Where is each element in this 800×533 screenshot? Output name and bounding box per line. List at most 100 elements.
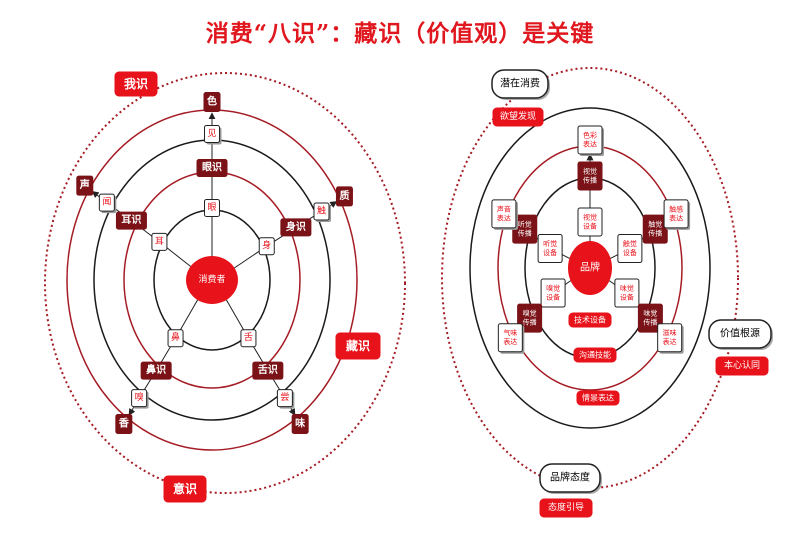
- inner-tag-label: 情景表达: [582, 393, 614, 403]
- potential-consumption-tag: 欲望发现: [500, 110, 536, 122]
- object-box: [291, 414, 309, 435]
- ring-label: 藏识: [346, 338, 370, 353]
- inner-tag-box: [576, 390, 620, 406]
- expression-box: [577, 125, 604, 156]
- ring-label-box: [114, 71, 158, 97]
- svg-text:表达: 表达: [669, 213, 683, 222]
- center-consumer: [186, 256, 238, 304]
- expression-box: [491, 199, 518, 230]
- consciousness-label: 鼻识: [146, 363, 166, 376]
- consciousness-label: 身识: [286, 220, 306, 233]
- value-root-tag: 本心认同: [724, 359, 760, 371]
- svg-text:视觉: 视觉: [583, 213, 597, 222]
- ring-label-box: [335, 332, 381, 360]
- brand-attitude-tag: 态度引导: [548, 501, 584, 513]
- object-label: 声: [79, 178, 90, 191]
- ring-label: 我识: [124, 76, 148, 91]
- consciousness-label: 耳识: [121, 214, 141, 226]
- svg-text:传播: 传播: [648, 229, 662, 238]
- potential-consumption-tag-box: [492, 107, 544, 127]
- svg-text:嗅觉: 嗅觉: [523, 309, 537, 318]
- perception-label: 见: [207, 128, 216, 139]
- device-box: [614, 278, 640, 308]
- svg-text:声音: 声音: [497, 204, 511, 213]
- expression-box: [663, 199, 691, 230]
- svg-text:味觉: 味觉: [643, 309, 657, 318]
- svg-text:色彩: 色彩: [583, 131, 597, 140]
- expression-box: [657, 323, 684, 354]
- ring-outer-dotted: [44, 72, 406, 494]
- inner-tag-label: 沟通技能: [579, 350, 611, 360]
- value-root-label: 价值根源: [720, 327, 760, 340]
- svg-text:设备: 设备: [583, 222, 597, 231]
- device-box: [540, 278, 566, 308]
- svg-text:传播: 传播: [583, 176, 597, 185]
- organ-box: [258, 237, 275, 256]
- object-box: [115, 414, 133, 435]
- object-box: [335, 186, 353, 207]
- object-box: [203, 92, 221, 112]
- object-label: 味: [295, 417, 305, 430]
- potential-consumption-label: 潜在消费: [500, 77, 540, 90]
- consciousness-box: [252, 361, 284, 380]
- organ-label: 耳: [155, 236, 164, 247]
- organ-box: [167, 329, 184, 348]
- transmit-box: [637, 303, 663, 333]
- svg-text:视觉: 视觉: [583, 167, 597, 176]
- value-root-tag-box: [715, 356, 769, 376]
- organ-box: [204, 199, 220, 217]
- svg-text:传播: 传播: [643, 318, 657, 327]
- svg-text:触觉: 触觉: [648, 220, 662, 229]
- svg-text:味觉: 味觉: [620, 284, 634, 293]
- inner-tag-box: [568, 312, 612, 328]
- consciousness-label: 舌识: [258, 363, 278, 376]
- svg-text:设备: 设备: [543, 248, 557, 257]
- object-box: [76, 175, 94, 196]
- right-diagram: 品牌视觉设备视觉传播色彩表达听觉设备听觉传播声音表达触觉设备触觉传播触感表达嗅觉…: [441, 67, 773, 518]
- inner-tag-box: [573, 347, 617, 363]
- object-label: 香: [119, 417, 129, 430]
- transmit-box: [517, 303, 543, 333]
- svg-text:表达: 表达: [663, 337, 677, 346]
- svg-text:嗅觉: 嗅觉: [546, 284, 560, 293]
- svg-text:听觉: 听觉: [543, 239, 557, 248]
- page-title: 消费“八识”：藏识（价值观）是关键: [205, 20, 595, 47]
- svg-text:听觉: 听觉: [518, 220, 532, 229]
- consciousness-box: [196, 159, 228, 177]
- center-consumer-label: 消费者: [198, 273, 225, 285]
- center-brand: [568, 241, 612, 295]
- device-box: [537, 234, 563, 264]
- object-label: 色: [207, 95, 217, 108]
- inner-tag-label: 技术设备: [574, 315, 606, 325]
- consciousness-label: 眼识: [202, 162, 222, 174]
- svg-text:滋味: 滋味: [663, 328, 677, 337]
- ring-label-box: [163, 475, 207, 503]
- ring-label: 意识: [173, 481, 197, 496]
- center-brand-label: 品牌: [580, 261, 600, 274]
- perception-box: [276, 389, 295, 409]
- device-box: [617, 234, 643, 264]
- consciousness-box: [280, 218, 312, 237]
- brand-attitude-label: 品牌态度: [550, 471, 590, 484]
- svg-text:表达: 表达: [497, 213, 511, 222]
- ring-outer-dotted: [441, 67, 739, 489]
- organ-label: 鼻: [171, 331, 180, 343]
- svg-text:表达: 表达: [583, 140, 597, 149]
- expression-box: [497, 323, 525, 354]
- perception-box: [98, 193, 117, 214]
